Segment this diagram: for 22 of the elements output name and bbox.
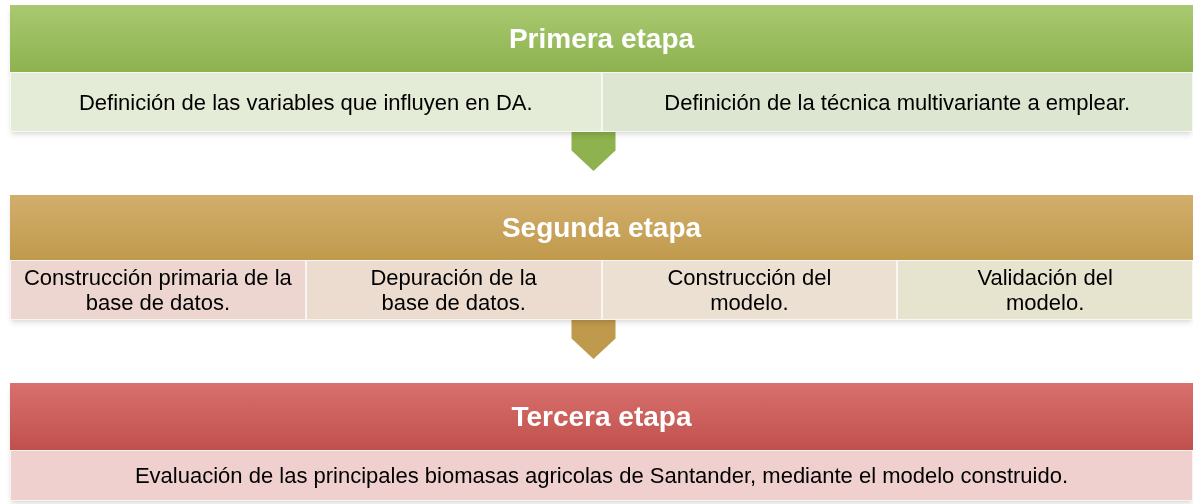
arrow <box>571 320 616 360</box>
step-text: Definición de las variables que influyen en DA. <box>78 89 533 115</box>
step-text: Construcción primaria de la base de datos. <box>23 265 293 315</box>
step-box <box>305 260 602 320</box>
stage-title: Segunda etapa <box>501 210 702 245</box>
stage-title: Primera etapa <box>508 21 695 56</box>
step-text: Definición de la técnica multivariante a emplear. <box>664 89 1131 115</box>
step-box <box>10 72 602 132</box>
step-text: Construcción del modelo. <box>666 265 833 315</box>
step-box <box>10 260 306 320</box>
stage-panel <box>10 5 1193 132</box>
step-box <box>897 260 1193 320</box>
stage-title: Tercera etapa <box>511 399 692 434</box>
step-box <box>601 260 898 320</box>
arrow <box>571 132 616 172</box>
stage-panel <box>10 195 1193 320</box>
stage-panel <box>10 383 1193 501</box>
step-text: Evaluación de las principales biomasas agricolas de Santander, mediante el modelo construido. <box>134 463 1069 488</box>
step-text: Validación del modelo. <box>976 265 1114 315</box>
step-text: Depuración de la base de datos. <box>369 265 538 315</box>
step-box <box>601 72 1193 132</box>
step-box <box>10 450 1193 501</box>
